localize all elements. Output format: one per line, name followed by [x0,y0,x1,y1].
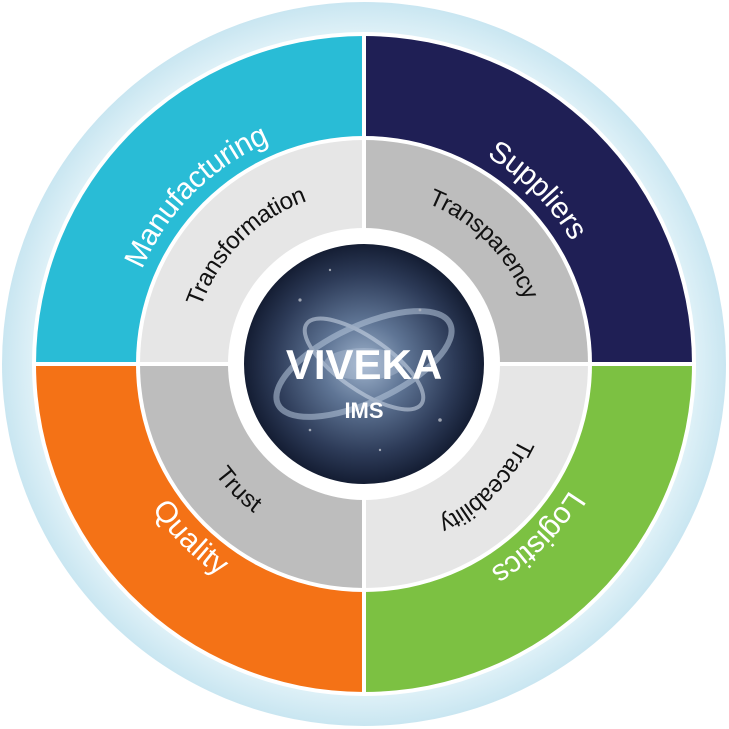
brand-logo-text: VIVEKA [286,341,442,388]
core-galaxy [244,244,484,484]
galaxy-swirl [273,268,455,452]
brand-subtitle: IMS [344,398,383,423]
